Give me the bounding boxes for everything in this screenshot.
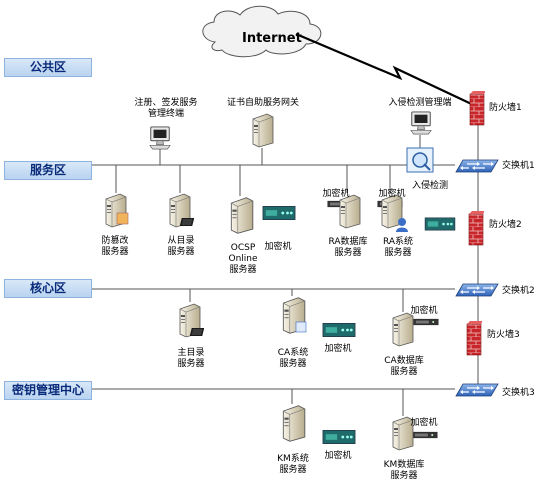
anti-tamper-server-icon (105, 193, 129, 228)
km-sys-label: KM系统 服务器 (277, 454, 309, 475)
crypto-ca-db-icon (413, 318, 439, 326)
crypto-km-db-icon (412, 431, 438, 439)
switch-3-label: 交换机3 (502, 388, 535, 398)
crypto-km-db-label: 加密机 (410, 418, 438, 428)
ocsp-label: OCSP Online 服务器 (228, 243, 258, 275)
firewall-2-icon (468, 210, 484, 246)
crypto-ca-sys-label: 加密机 (324, 344, 352, 354)
zone-core: 核心区 (4, 279, 92, 298)
crypto-ca-sys-icon (322, 322, 356, 338)
internet-cloud-icon (202, 5, 322, 58)
crypto-km-sys-icon (322, 429, 356, 445)
km-sys-server-icon (282, 405, 306, 442)
reg-terminal-pc-icon (149, 126, 171, 150)
switch-2-label: 交换机2 (502, 286, 535, 296)
crypto-1-label: 加密机 (264, 242, 292, 252)
internet-label: Internet (242, 31, 302, 46)
ra-sys-label: RA系统 服务器 (382, 237, 414, 258)
ca-db-server-icon (392, 312, 414, 347)
anti-tamper-label: 防篡改 服务器 (101, 236, 129, 257)
cert-gateway-server-icon (252, 113, 274, 148)
firewall-3-icon (466, 320, 482, 356)
ids-mgmt-pc-icon (410, 111, 432, 135)
ids-label: 入侵检测 (411, 181, 448, 191)
ca-sys-server-icon (282, 297, 307, 334)
switch-1-label: 交换机1 (502, 161, 535, 171)
ca-db-label: CA数据库 服务器 (384, 356, 424, 377)
zone-public: 公共区 (4, 58, 92, 77)
ocsp-server-icon (230, 197, 254, 234)
master-dir-label: 主目录 服务器 (177, 348, 205, 369)
network-lines (92, 120, 479, 416)
reg-terminal-label: 注册、签发服务 管理终端 (134, 98, 198, 119)
crypto-device-1-icon (262, 205, 296, 221)
slave-dir-label: 从目录 服务器 (167, 236, 195, 257)
ra-sys-server-icon (381, 194, 408, 232)
ids-mgmt-label: 入侵检测管理端 (388, 98, 452, 108)
switch-3-icon (455, 383, 499, 397)
crypto-device-ra-icon (424, 217, 456, 231)
switch-1-icon (455, 159, 499, 173)
km-db-label: KM数据库 服务器 (383, 460, 425, 481)
firewall-1-icon (469, 90, 485, 126)
crypto-ra-db-label: 加密机 (322, 189, 350, 199)
switch-2-icon (455, 283, 499, 297)
slave-dir-server-icon (169, 193, 194, 228)
zone-key-center: 密钥管理中心 (4, 381, 92, 400)
crypto-ra-sys-label: 加密机 (378, 189, 406, 199)
firewall-3-label: 防火墙3 (487, 330, 520, 340)
cert-gateway-label: 证书自助服务网关 (226, 98, 299, 108)
ids-probe-icon (406, 147, 434, 173)
internet-uplink-line (295, 32, 481, 109)
crypto-ca-db-label: 加密机 (410, 306, 438, 316)
zone-service: 服务区 (4, 161, 92, 180)
master-dir-server-icon (179, 303, 204, 338)
ca-sys-label: CA系统 服务器 (277, 348, 309, 369)
firewall-2-label: 防火墙2 (489, 220, 522, 230)
ra-db-label: RA数据库 服务器 (328, 237, 368, 258)
firewall-1-label: 防火墙1 (489, 103, 522, 113)
crypto-km-sys-label: 加密机 (324, 451, 352, 461)
